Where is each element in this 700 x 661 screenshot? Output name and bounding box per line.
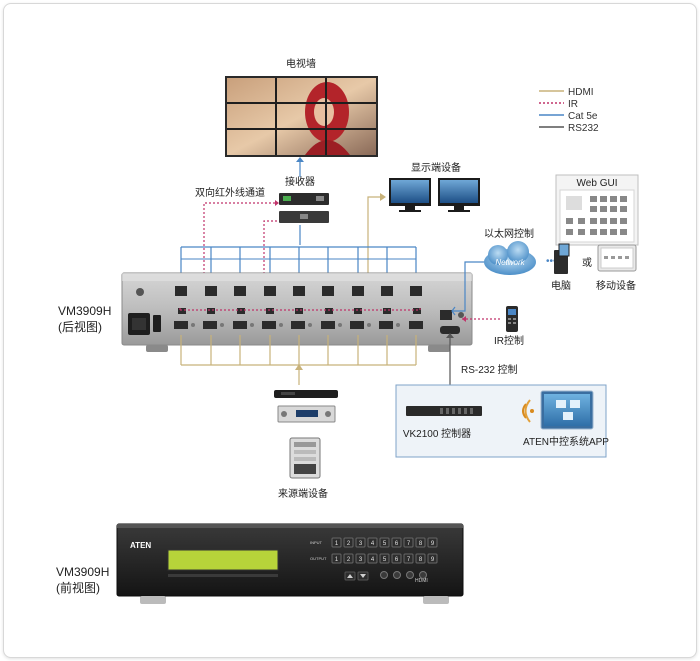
source-devices <box>274 390 338 479</box>
mobile-device-icon <box>597 244 637 272</box>
front-output-button-label-1: 1 <box>335 557 339 563</box>
front-input-button-label-7: 7 <box>407 541 411 547</box>
front-output-button-2[interactable] <box>343 553 354 564</box>
legend-cat5e-label: Cat 5e <box>568 111 598 122</box>
front-input-button-9[interactable] <box>427 537 438 548</box>
front-output-button-label-7: 7 <box>407 557 411 563</box>
ir-remote-icon <box>506 306 518 332</box>
source-pc-tower-icon <box>289 437 321 479</box>
ir-channel-label: 双向红外线通道 <box>195 186 265 199</box>
computer-icon <box>554 243 570 274</box>
front-output-button-label-6: 6 <box>395 557 399 563</box>
web-gui-label: Web GUI <box>577 178 618 189</box>
front-input-button-4[interactable] <box>367 537 378 548</box>
front-output-button-label-5: 5 <box>383 557 387 563</box>
front-func-button-4[interactable] <box>419 571 427 579</box>
vk2100-device-icon <box>406 406 482 416</box>
rear-view-label: (后视图) <box>58 319 102 334</box>
front-model-label: VM3909H <box>56 565 109 579</box>
front-output-buttons: 1 2 3 4 5 6 7 8 9 <box>331 553 438 564</box>
front-input-button-label-3: 3 <box>359 541 363 547</box>
front-func-button-1[interactable] <box>380 571 388 579</box>
front-input-button-2[interactable] <box>343 537 354 548</box>
front-output-label: OUTPUT <box>310 556 327 561</box>
receiver-group: 接收器 <box>279 175 329 223</box>
or-label: 或 <box>582 257 592 269</box>
mobile-device-label: 移动设备 <box>596 279 636 292</box>
video-wall-image <box>227 78 376 155</box>
front-input-button-5[interactable] <box>379 537 390 548</box>
front-output-button-1[interactable] <box>331 553 342 564</box>
display-devices-label: 显示端设备 <box>411 161 461 174</box>
front-input-button-8[interactable] <box>415 537 426 548</box>
front-input-button-label-9: 9 <box>431 541 435 547</box>
front-chassis: ATEN INPUT OUTPUT HDMI <box>116 523 464 604</box>
rs232-control-label: RS-232 控制 <box>461 363 518 376</box>
ethernet-dots: ••• <box>546 256 557 267</box>
ethernet-control-label: 以太网控制 <box>484 227 534 240</box>
serial-port-icon <box>440 326 460 334</box>
front-output-button-6[interactable] <box>391 553 402 564</box>
ir-control-label: IR控制 <box>494 334 524 347</box>
front-output-button-label-4: 4 <box>371 557 375 563</box>
network-cloud-label: Network <box>495 258 525 267</box>
front-input-button-6[interactable] <box>391 537 402 548</box>
front-func-button-3[interactable] <box>406 571 414 579</box>
front-input-button-1[interactable] <box>331 537 342 548</box>
front-input-button-label-1: 1 <box>335 541 339 547</box>
front-input-buttons: 1 2 3 4 5 6 7 8 9 <box>331 537 438 548</box>
source-devices-label: 来源端设备 <box>278 487 328 500</box>
front-input-button-label-4: 4 <box>371 541 375 547</box>
rear-chassis <box>121 272 473 352</box>
ethernet-line <box>452 261 485 312</box>
front-output-button-3[interactable] <box>355 553 366 564</box>
front-input-button-label-8: 8 <box>419 541 423 547</box>
legend: HDMI IR Cat 5e RS232 <box>539 87 599 134</box>
legend-hdmi-label: HDMI <box>568 87 594 98</box>
video-wall-label: 电视墙 <box>286 57 316 70</box>
front-output-button-7[interactable] <box>403 553 414 564</box>
front-input-button-3[interactable] <box>355 537 366 548</box>
computer-label: 电脑 <box>551 279 571 292</box>
front-output-button-5[interactable] <box>379 553 390 564</box>
video-wall: 电视墙 <box>225 57 378 157</box>
display-hdmi-line <box>367 196 381 310</box>
front-output-button-label-8: 8 <box>419 557 423 563</box>
ethernet-port-icon <box>440 310 452 320</box>
rear-hdmi-ports <box>174 308 423 329</box>
app-tablet-icon <box>540 390 594 430</box>
power-switch-icon <box>153 315 161 332</box>
front-hdmi-label: HDMI <box>415 578 428 584</box>
wireless-icon <box>522 399 534 423</box>
front-output-button-label-9: 9 <box>431 557 435 563</box>
front-output-button-label-3: 3 <box>359 557 363 563</box>
receiver-label: 接收器 <box>285 175 315 188</box>
front-output-button-8[interactable] <box>415 553 426 564</box>
front-func-button-2[interactable] <box>393 571 401 579</box>
front-input-label: INPUT <box>310 540 323 545</box>
vk2100-label: VK2100 控制器 <box>403 427 471 440</box>
front-output-button-label-2: 2 <box>347 557 351 563</box>
front-output-button-9[interactable] <box>427 553 438 564</box>
front-output-button-4[interactable] <box>367 553 378 564</box>
front-lcd-display <box>167 549 279 571</box>
legend-ir-label: IR <box>568 99 578 110</box>
front-view-label: (前视图) <box>56 580 100 595</box>
front-brand-label: ATEN <box>130 541 151 550</box>
web-gui-panel: Web GUI <box>555 174 639 246</box>
rear-model-label: VM3909H <box>58 304 111 318</box>
front-input-button-7[interactable] <box>403 537 414 548</box>
front-input-button-label-2: 2 <box>347 541 351 547</box>
display-devices: 显示端设备 <box>389 161 480 212</box>
front-input-button-label-6: 6 <box>395 541 399 547</box>
legend-rs232-label: RS232 <box>568 123 599 134</box>
network-cloud-icon: Network <box>484 241 536 275</box>
aten-app-label: ATEN中控系统APP <box>523 435 609 448</box>
control-box: VK2100 控制器 ATEN中控系统APP <box>395 384 609 458</box>
front-input-button-label-5: 5 <box>383 541 387 547</box>
ground-screw-icon <box>136 288 144 296</box>
rear-rj45-ports <box>175 286 422 296</box>
